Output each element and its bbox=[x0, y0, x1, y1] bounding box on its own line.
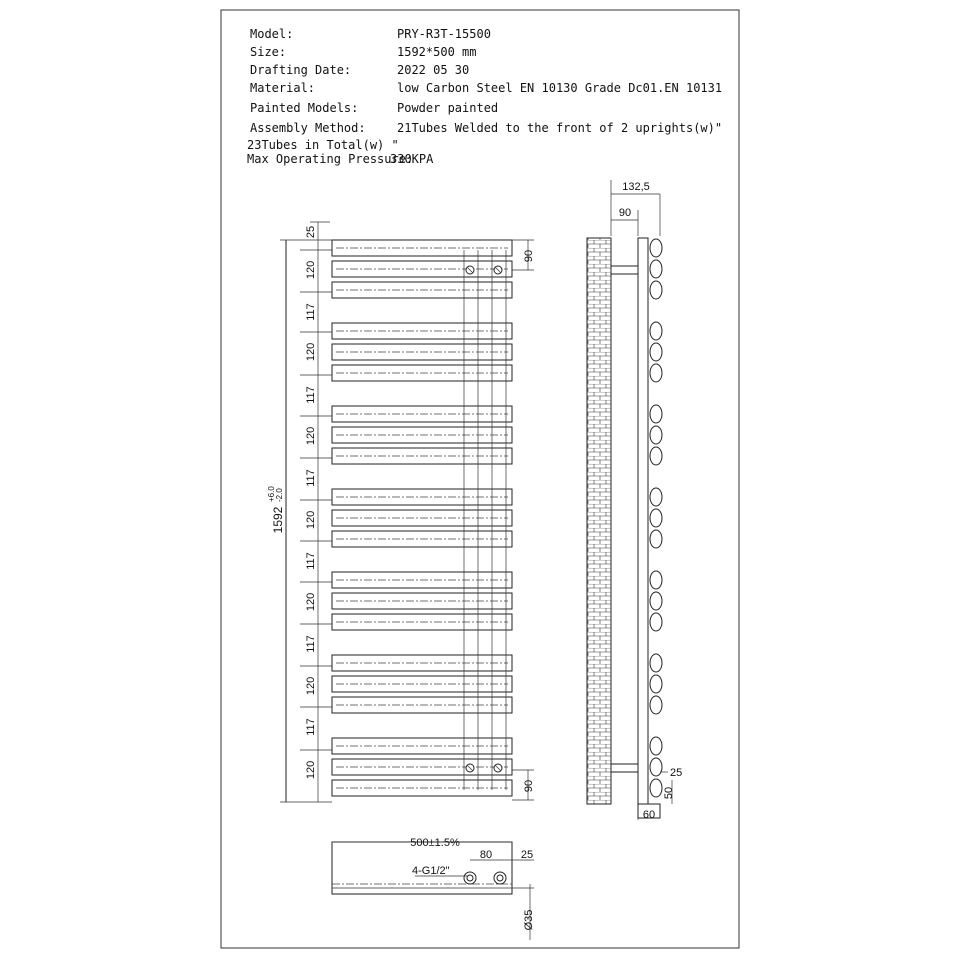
side-tube-profile bbox=[649, 280, 663, 300]
bottom-view-outline bbox=[331, 841, 513, 895]
spec-value: 1592*500 mm bbox=[397, 45, 476, 59]
spec-label: Material: bbox=[250, 81, 315, 95]
side-bottom-offset-label: 25 bbox=[670, 767, 682, 779]
spec-label: Size: bbox=[250, 45, 286, 59]
bottom-valve-offset-label: 90 bbox=[523, 780, 535, 792]
tube-spacing-label: 117 bbox=[305, 635, 317, 653]
bottom-pipe-left bbox=[463, 871, 477, 885]
bottom-valve-right bbox=[493, 763, 503, 773]
pipe-spacing-label: 80 bbox=[480, 849, 492, 861]
spec-label: Max Operating Pressure: bbox=[247, 152, 413, 166]
side-view: 132,5 90 25 50 60 bbox=[586, 180, 682, 821]
pipe-offset-label: 25 bbox=[521, 849, 533, 861]
spec-value: 330KPA bbox=[390, 152, 434, 166]
bottom-wall-bracket bbox=[610, 763, 639, 773]
side-view-tube-profiles bbox=[649, 238, 663, 798]
side-tube-profile bbox=[649, 778, 663, 798]
tube-spacing-label: 120 bbox=[305, 427, 317, 445]
tube-spacing-label: 120 bbox=[305, 511, 317, 529]
total-height-dimension: 1592 +6.0 -2.0 bbox=[267, 486, 285, 534]
spec-block: Model: PRY-R3T-15500 Size: 1592*500 mm D… bbox=[247, 27, 722, 166]
total-height-label: 1592 bbox=[271, 506, 285, 533]
side-upright bbox=[637, 237, 649, 805]
front-view-spacing-dimensions: 120 117 120 117 120 117 120 117 120 117 120 117 120 bbox=[300, 240, 332, 802]
side-tube-profile bbox=[649, 259, 663, 279]
upright-width-label: 60 bbox=[643, 809, 655, 821]
side-tube-profile bbox=[649, 508, 663, 528]
spec-value: low Carbon Steel EN 10130 Grade Dc01.EN … bbox=[397, 81, 722, 95]
side-tube-profile bbox=[649, 612, 663, 632]
tube-spacing-label: 117 bbox=[305, 552, 317, 570]
spec-value: Powder painted bbox=[397, 101, 498, 115]
side-tube-profile bbox=[649, 404, 663, 424]
depth-total-label: 132,5 bbox=[622, 181, 650, 193]
spec-label: Drafting Date: bbox=[250, 63, 351, 77]
side-bottom-height-label: 50 bbox=[663, 787, 675, 799]
spec-value: 21Tubes Welded to the front of 2 upright… bbox=[397, 121, 722, 135]
tube-spacing-label: 117 bbox=[305, 386, 317, 404]
spec-label: 23Tubes in Total(w) " bbox=[247, 138, 399, 152]
drawing-border bbox=[220, 9, 740, 949]
spec-value: PRY-R3T-15500 bbox=[397, 27, 491, 41]
tube-spacing-label: 120 bbox=[305, 261, 317, 279]
top-offset-label: 25 bbox=[305, 226, 317, 238]
top-valve-right bbox=[493, 265, 503, 275]
side-tube-profile bbox=[649, 653, 663, 673]
bottom-pipe-right bbox=[493, 871, 507, 885]
tube-spacing-label: 120 bbox=[305, 761, 317, 779]
spec-label: Model: bbox=[250, 27, 293, 41]
top-valve-offset-label: 90 bbox=[523, 250, 535, 262]
front-view-uprights bbox=[463, 250, 507, 790]
spec-value: 2022 05 30 bbox=[397, 63, 469, 77]
side-tube-profile bbox=[649, 591, 663, 611]
bottom-valve-left bbox=[465, 763, 475, 773]
bottom-width-label: 500±1.5% bbox=[410, 837, 460, 849]
tube-spacing-label: 117 bbox=[305, 469, 317, 487]
side-tube-profile bbox=[649, 570, 663, 590]
connection-label: 4-G1/2" bbox=[412, 865, 450, 877]
front-view-tubes bbox=[331, 239, 513, 797]
spec-label: Painted Models: bbox=[250, 101, 358, 115]
tolerance-minus-label: -2.0 bbox=[275, 488, 284, 502]
tolerance-plus-label: +6.0 bbox=[267, 486, 276, 502]
side-tube-profile bbox=[649, 529, 663, 549]
wall-section bbox=[586, 237, 612, 805]
tube-spacing-label: 120 bbox=[305, 593, 317, 611]
tube-spacing-label: 117 bbox=[305, 718, 317, 736]
side-tube-profile bbox=[649, 363, 663, 383]
depth-upright-label: 90 bbox=[619, 207, 631, 219]
side-tube-profile bbox=[649, 674, 663, 694]
tube-spacing-label: 117 bbox=[305, 303, 317, 321]
pipe-diameter-label: Ø35 bbox=[523, 910, 535, 931]
side-tube-profile bbox=[649, 736, 663, 756]
tube-spacing-label: 120 bbox=[305, 343, 317, 361]
side-tube-profile bbox=[649, 446, 663, 466]
top-wall-bracket bbox=[610, 265, 639, 275]
side-tube-profile bbox=[649, 342, 663, 362]
side-tube-profile bbox=[649, 695, 663, 715]
spec-label: Assembly Method: bbox=[250, 121, 366, 135]
tube-spacing-label: 120 bbox=[305, 677, 317, 695]
side-tube-profile bbox=[649, 487, 663, 507]
side-tube-profile bbox=[649, 238, 663, 258]
side-tube-profile bbox=[649, 757, 663, 777]
bottom-view: 500±1.5% 80 25 4-G1/2" Ø35 bbox=[331, 837, 535, 940]
side-base bbox=[637, 803, 661, 819]
side-tube-profile bbox=[649, 425, 663, 445]
top-valve-left bbox=[465, 265, 475, 275]
front-view: 120 117 120 117 120 117 120 117 120 117 120 117120 … bbox=[267, 221, 535, 803]
side-tube-profile bbox=[649, 321, 663, 341]
